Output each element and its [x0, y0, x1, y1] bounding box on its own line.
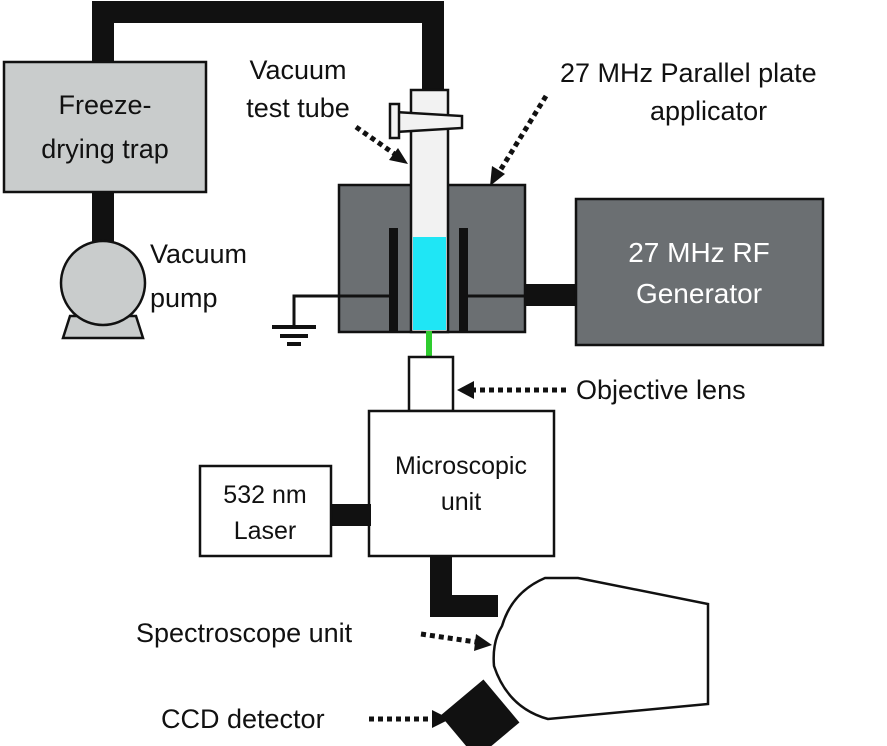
freeze-trap-label-1: Freeze- — [58, 90, 151, 120]
applicator-arrow — [495, 94, 549, 176]
vacuum-pump-icon — [59, 239, 147, 340]
electrode-plate-right — [459, 228, 468, 332]
fiber-cable — [430, 556, 498, 617]
vacuum-hose-top — [92, 1, 444, 92]
vacuum-test-tube — [388, 88, 464, 334]
ccd-arrowhead — [432, 710, 450, 728]
vacuum-pump-label-2: pump — [150, 283, 218, 313]
spectroscope-unit-label: Spectroscope unit — [136, 618, 353, 648]
rf-cable — [525, 284, 577, 306]
spectroscope-unit — [492, 576, 710, 721]
applicator-arrowhead — [490, 166, 505, 186]
vacuum-test-tube-arrowhead — [389, 148, 408, 164]
laser-label-1: 532 nm — [223, 481, 306, 509]
vacuum-pump-base — [61, 314, 145, 340]
ccd-detector-label: CCD detector — [161, 704, 325, 734]
vacuum-pump-label-1: Vacuum — [150, 239, 247, 269]
laser-cable — [331, 504, 371, 526]
laser-label-2: Laser — [234, 517, 297, 545]
rf-generator-box — [574, 197, 825, 347]
freeze-drying-trap: Freeze- drying trap — [2, 60, 208, 194]
objective-lens — [407, 355, 455, 413]
stopcock-knob — [388, 102, 401, 140]
applicator-label-1: 27 MHz Parallel plate — [560, 58, 817, 88]
ground-symbol-icon — [272, 325, 316, 346]
vacuum-pump-body — [59, 239, 147, 327]
spectroscope-arrowhead — [474, 634, 492, 651]
microscopic-unit-label-2: unit — [441, 488, 481, 516]
applicator-label-2: applicator — [650, 96, 767, 126]
rf-generator-label-2: Generator — [636, 278, 762, 309]
laser-532nm: 532 nm Laser — [198, 464, 333, 558]
rf-generator-label-1: 27 MHz RF — [628, 237, 770, 268]
test-tube-sample — [413, 237, 446, 330]
objective-lens-label: Objective lens — [576, 375, 746, 405]
freeze-drying-trap-box — [2, 60, 208, 194]
ground-wire — [292, 294, 389, 326]
electrode-plate-left — [389, 228, 398, 332]
freeze-trap-label-2: drying trap — [41, 134, 169, 164]
rf-generator: 27 MHz RF Generator — [574, 197, 825, 347]
laser-box — [198, 464, 333, 558]
microscopic-unit: Microscopic unit — [367, 409, 556, 558]
ccd-detector — [440, 679, 520, 746]
spectroscope-arrow — [420, 631, 477, 645]
microscopic-unit-box — [367, 409, 556, 558]
microscopic-unit-label-1: Microscopic — [395, 452, 527, 480]
vacuum-test-tube-label-2: test tube — [246, 93, 350, 123]
vacuum-test-tube-label-1: Vacuum — [249, 55, 346, 85]
stopcock-icon — [393, 110, 464, 134]
vacuum-test-tube-arrow — [354, 124, 398, 158]
objective-lens-arrowhead — [457, 381, 474, 399]
